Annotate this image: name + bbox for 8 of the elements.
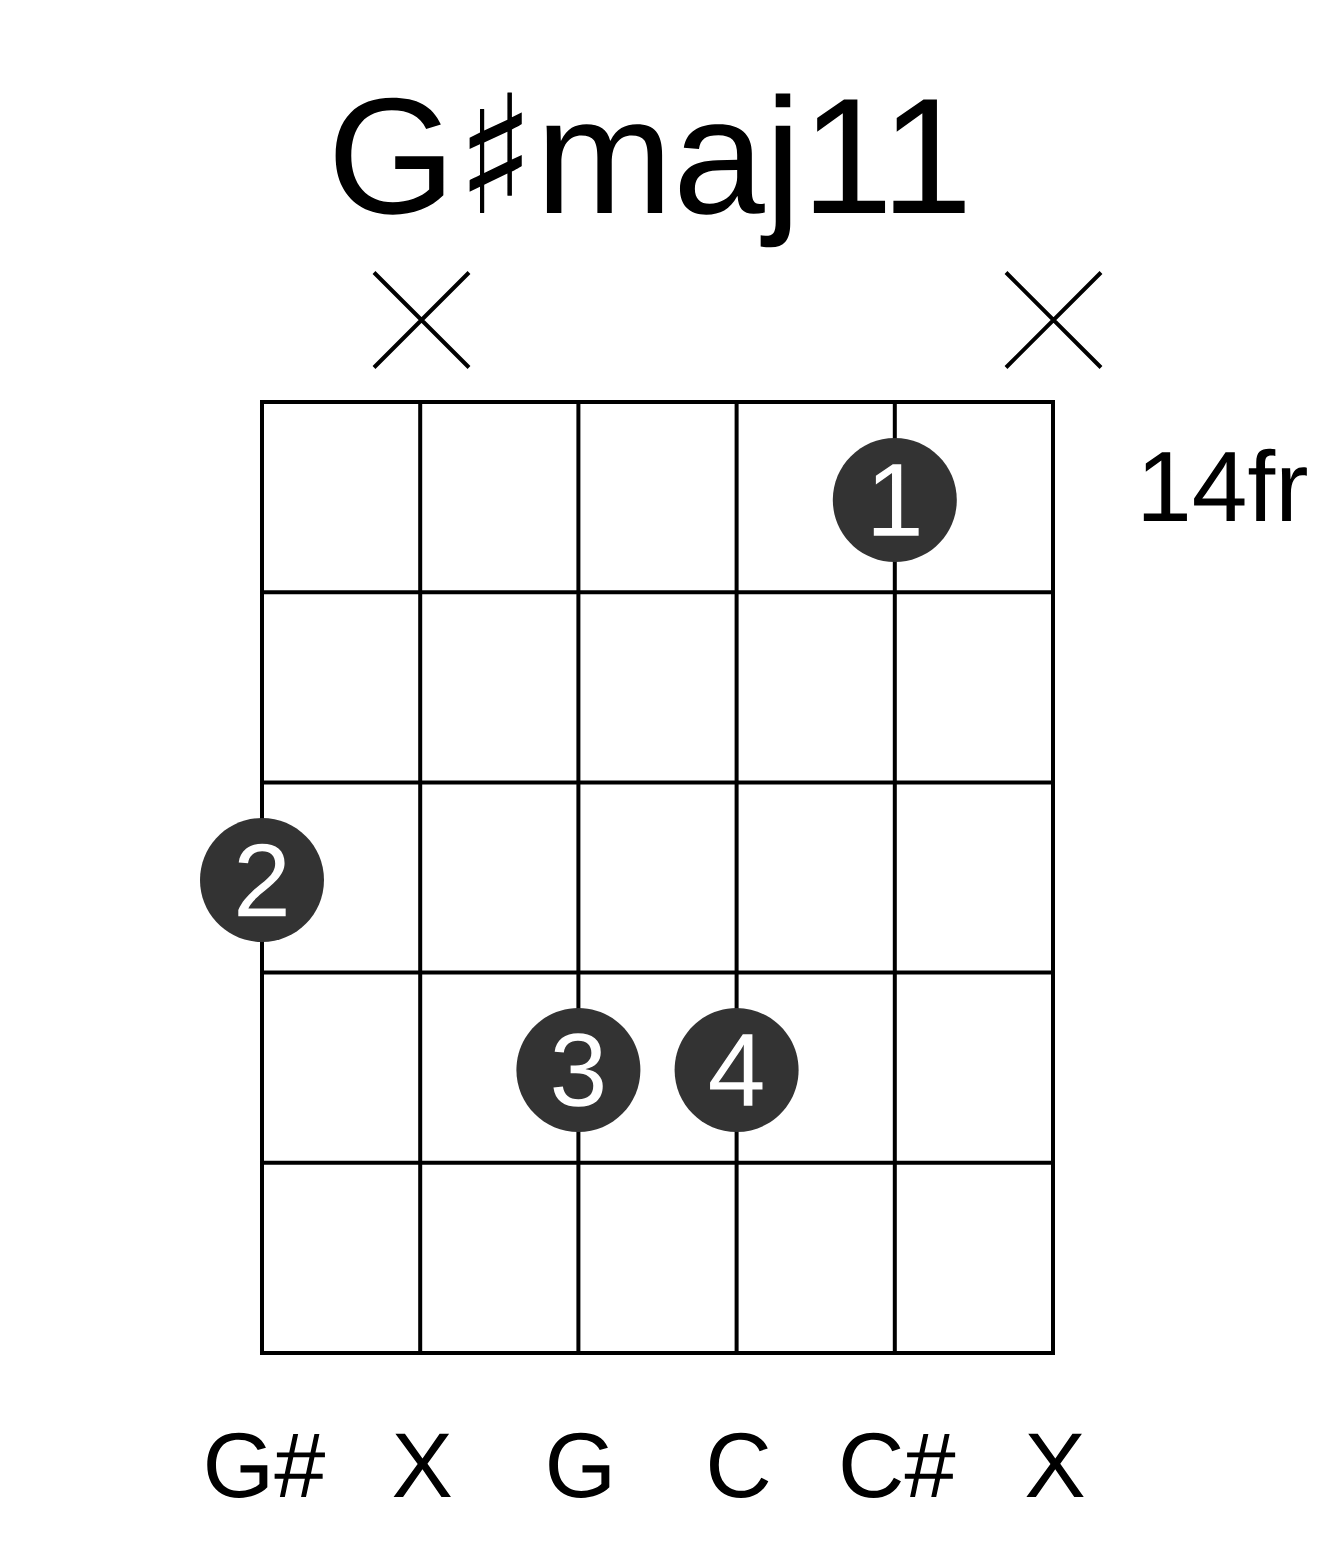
- note-label: C: [710, 1432, 769, 1498]
- note-label: G: [549, 1432, 610, 1498]
- note-label: X: [393, 1433, 451, 1497]
- chord-title: G♯maj11: [335, 92, 965, 248]
- note-label: G#: [207, 1432, 325, 1498]
- fret-number-label: 14fr: [1143, 448, 1307, 521]
- note-label: X: [1026, 1433, 1084, 1497]
- note-label: C#: [842, 1432, 956, 1498]
